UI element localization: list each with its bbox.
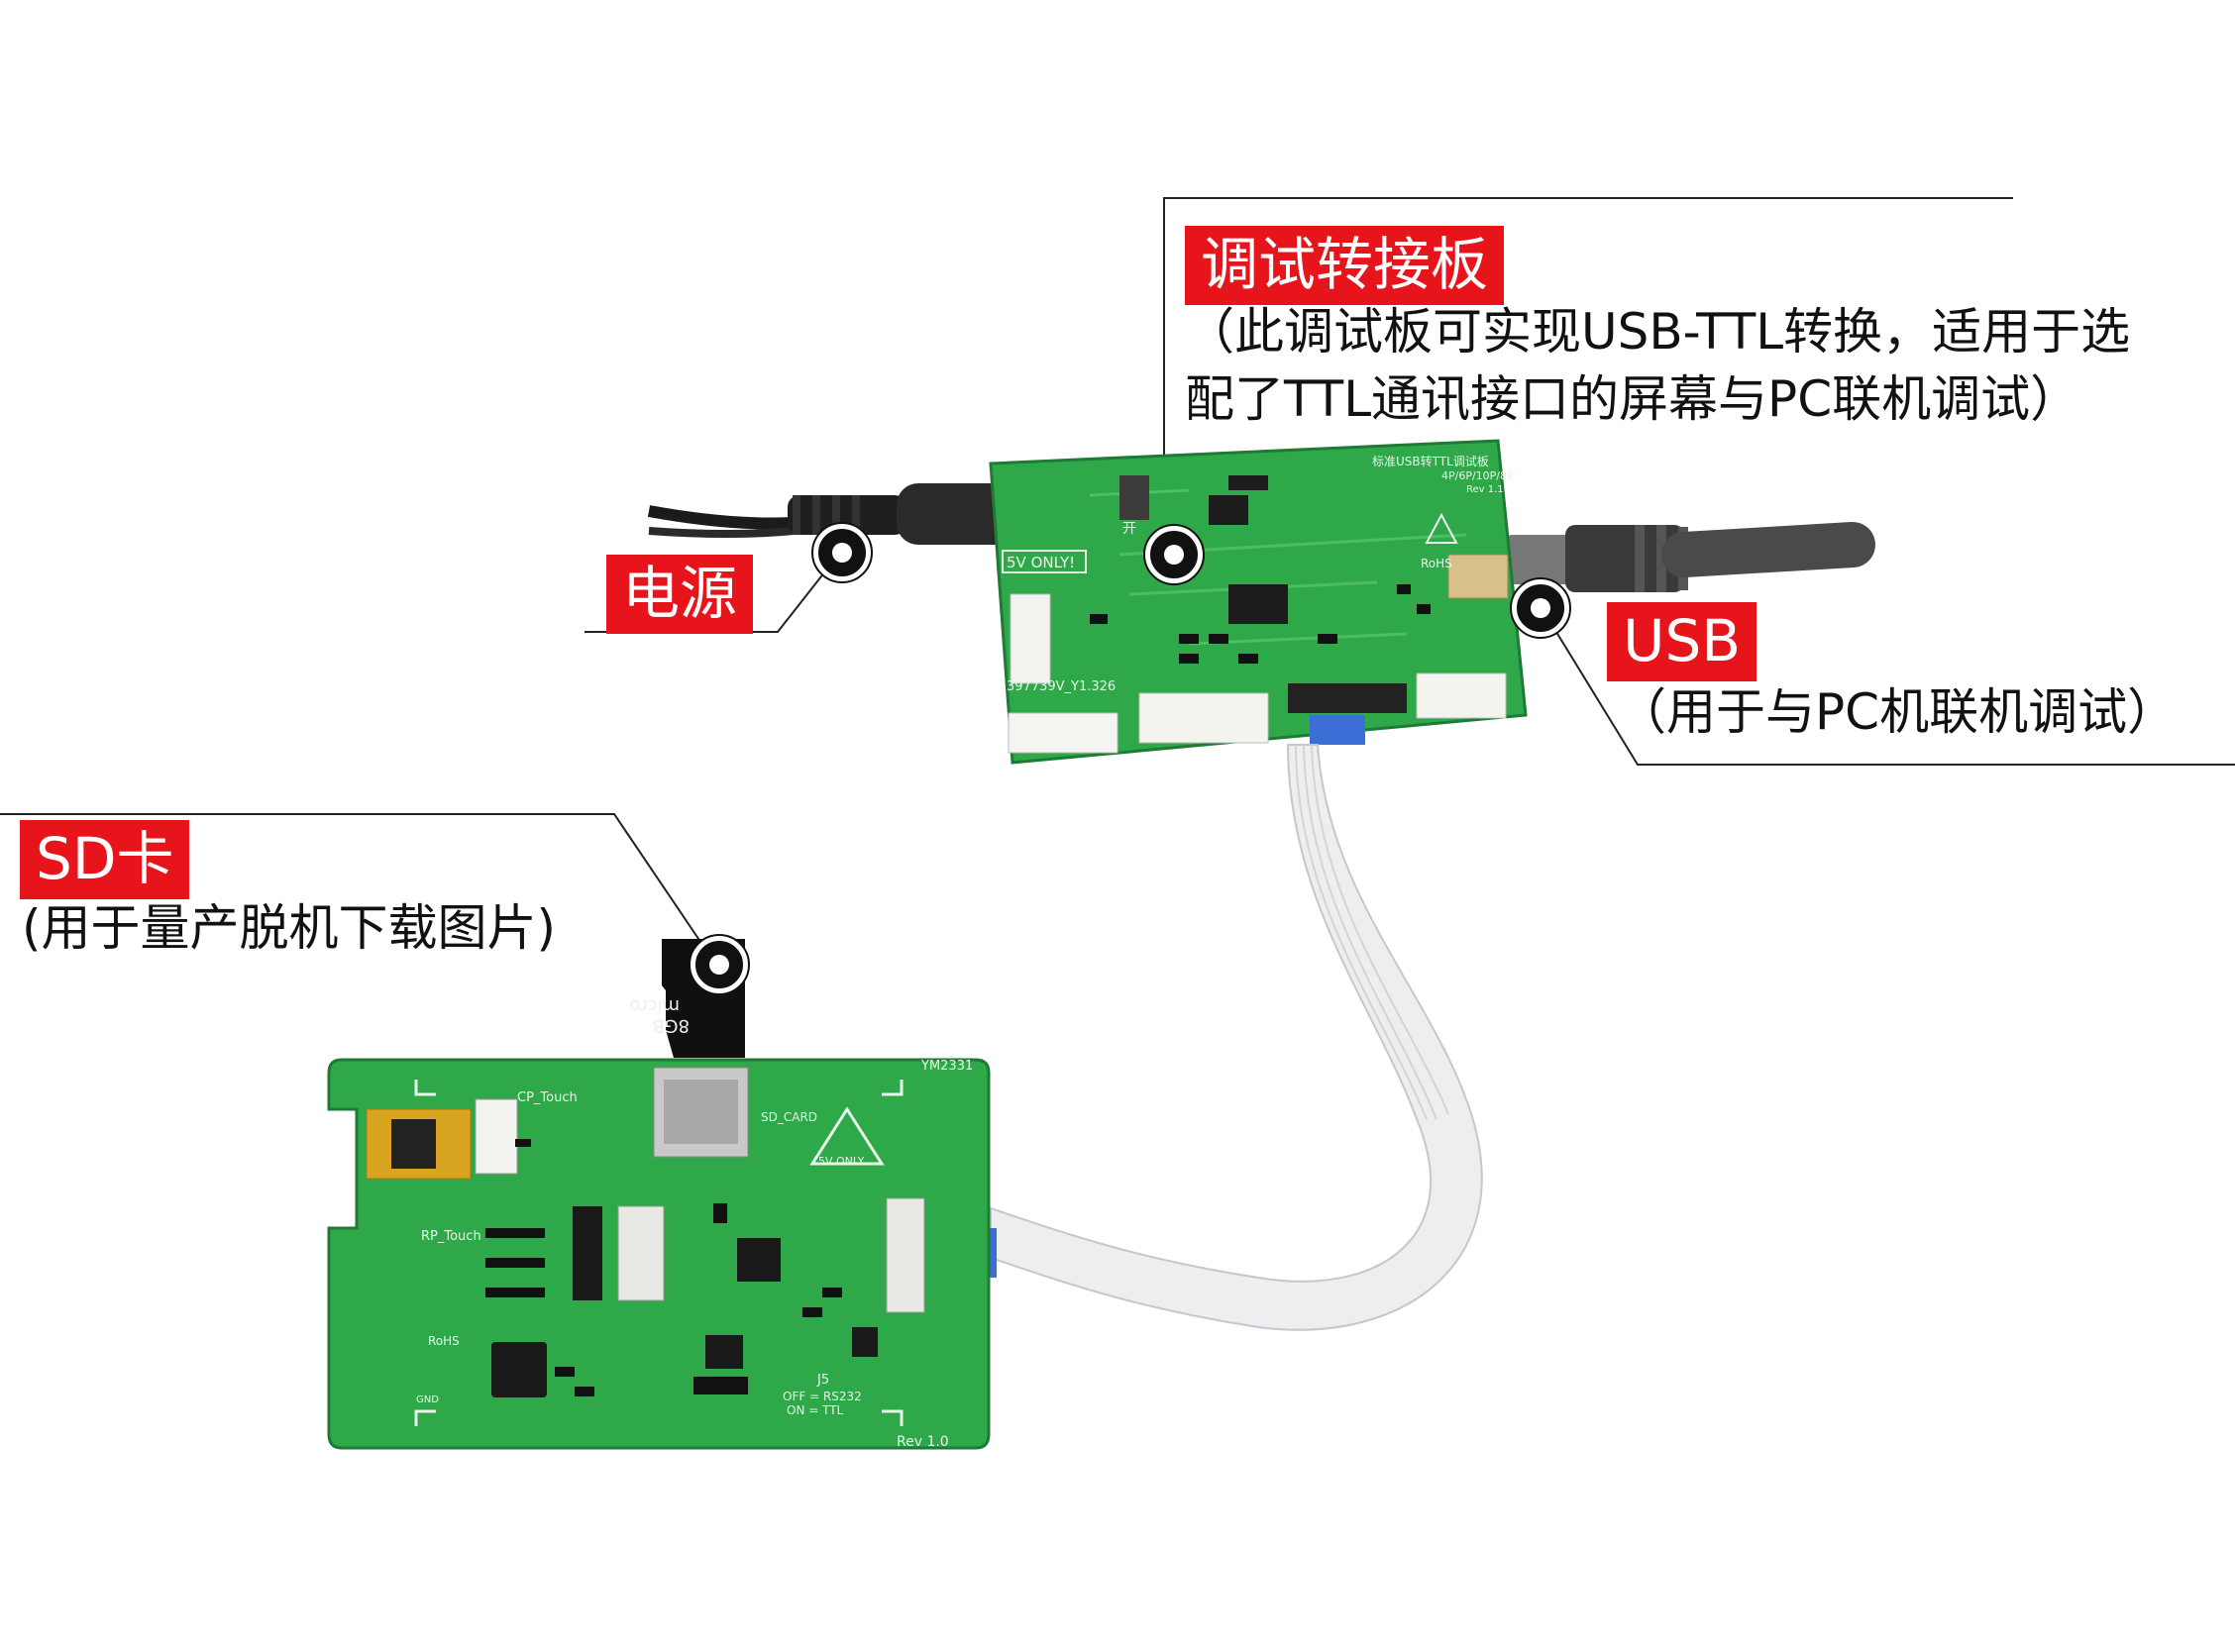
silk-debug-pins: 4P/6P/10P/8P	[1441, 469, 1514, 482]
label-debug-board: 调试转接板	[1185, 226, 1505, 305]
leader-usb	[1540, 605, 2235, 766]
sd-capacity: 8GB	[652, 1015, 690, 1036]
silk-on: ON = TTL	[787, 1403, 844, 1417]
silk-cp-touch: CP_Touch	[517, 1090, 578, 1105]
desc-sd: (用于量产脱机下载图片)	[22, 899, 557, 957]
silk-debug-rev: Rev 1.1	[1466, 484, 1504, 495]
silk-debug-model: 397739V_Y1.326	[1007, 679, 1116, 694]
silk-j5: J5	[816, 1373, 829, 1388]
sd-brand: micro	[630, 995, 680, 1016]
callout-markers	[689, 522, 1571, 995]
silk-main-rohs: RoHS	[428, 1334, 460, 1348]
ribbon-cable	[917, 715, 1483, 1331]
leader-debug-board	[1163, 197, 2013, 537]
marker-usb-icon	[1510, 577, 1571, 639]
marker-power-icon	[811, 522, 873, 583]
silk-rp-touch: RP_Touch	[421, 1229, 481, 1244]
silk-switch: 开	[1122, 521, 1136, 537]
silk-5v-only: 5V ONLY!	[1007, 554, 1075, 571]
label-power: 电源	[606, 555, 754, 634]
main-display-board: YM2331 CP_Touch RP_Touch SD_CARD 5V ONLY…	[327, 1058, 991, 1450]
leader-sd	[0, 813, 714, 962]
silk-sd-card: SD_CARD	[761, 1110, 817, 1124]
silk-gnd: GND	[416, 1394, 439, 1405]
silk-main-rev: Rev 1.0	[897, 1434, 949, 1450]
debug-adapter-board: 标准USB转TTL调试板 4P/6P/10P/8P Rev 1.1 5V ONL…	[989, 439, 1528, 765]
silk-debug-title: 标准USB转TTL调试板	[1372, 454, 1489, 468]
label-sd: SD卡	[20, 820, 190, 899]
marker-sd-icon	[689, 934, 750, 995]
silk-off: OFF = RS232	[783, 1390, 862, 1403]
desc-usb: （用于与PC机联机调试）	[1617, 683, 2178, 741]
leader-lines	[0, 197, 2235, 962]
marker-debug-board-icon	[1143, 524, 1205, 585]
label-usb: USB	[1607, 602, 1757, 681]
silk-rohs: RoHS	[1421, 557, 1452, 570]
silk-main-model: YM2331	[920, 1059, 973, 1074]
desc-debug-board-line2: 配了TTL通讯接口的屏幕与PC联机调试）	[1185, 370, 2080, 428]
silk-main-5v: 5V ONLY	[818, 1155, 865, 1168]
desc-debug-board-line1: （此调试板可实现USB-TTL转换，适用于选	[1185, 303, 2131, 361]
usb-cable	[1506, 522, 1875, 592]
